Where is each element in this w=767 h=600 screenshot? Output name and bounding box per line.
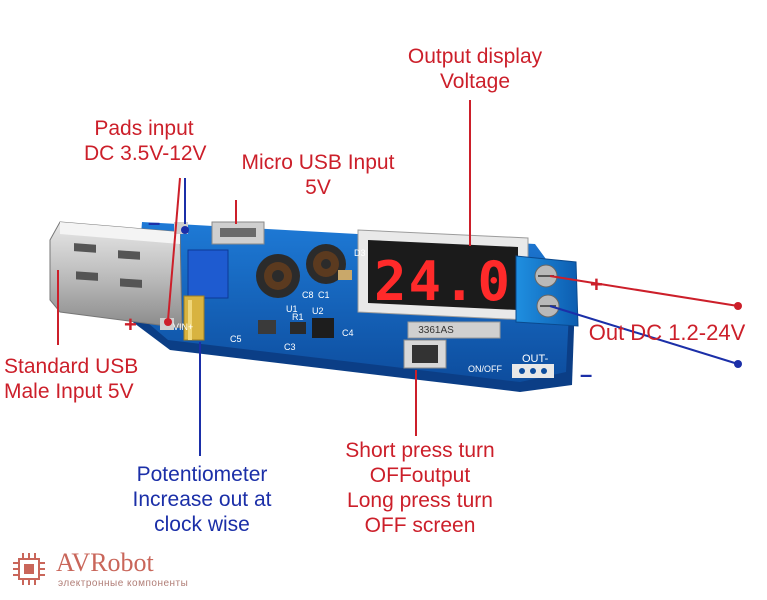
silk-c4: C4 — [342, 328, 354, 338]
out-minus-sign: – — [580, 362, 593, 387]
display-value: 24.0 — [374, 250, 512, 313]
micro-usb-line2: 5V — [305, 176, 331, 199]
brand-name: AVRobot — [56, 548, 154, 577]
micro-usb-port — [211, 221, 265, 245]
chip-logo-icon — [12, 552, 46, 586]
output-display-line2: Voltage — [439, 70, 511, 93]
vin-label: VIN+ — [173, 322, 193, 332]
dot-pads-minus — [181, 226, 189, 234]
capacitor-c8 — [338, 270, 352, 280]
pads-input-line1: Pads input — [94, 117, 194, 140]
inductor-2 — [306, 244, 346, 284]
potentiometer-label: Potentiometer Increase out at clock wise — [118, 462, 286, 537]
output-display-line1: Output display — [407, 45, 543, 68]
out-label: OUT- — [522, 353, 549, 365]
potentiometer — [183, 249, 229, 341]
silk-d3: D3 — [354, 248, 366, 258]
line-out-plus — [549, 275, 739, 307]
silk-r1: R1 — [292, 312, 304, 322]
ic-u2 — [290, 322, 306, 334]
trimmer-chip — [407, 321, 501, 339]
inductor-1 — [256, 254, 300, 298]
button-function-label: Short press turn OFFoutput Long press tu… — [330, 438, 510, 538]
usb-line1: Standard USB — [4, 355, 139, 378]
potentiometer-line2: Increase out at — [132, 488, 272, 511]
silk-c1: C1 — [318, 290, 330, 300]
usb-line2: Male Input 5V — [4, 380, 134, 403]
trimmer-code: 3361AS — [418, 325, 454, 336]
pads-input-label: Pads input DC 3.5V-12V — [84, 116, 207, 166]
press-line2: OFFoutput — [369, 464, 471, 487]
potentiometer-line1: Potentiometer — [136, 463, 268, 486]
usb-connector — [49, 221, 183, 329]
potentiometer-line3: clock wise — [154, 513, 250, 536]
out-header — [512, 364, 554, 378]
dot-out-plus — [734, 302, 742, 310]
out-plus-sign: + — [590, 272, 603, 297]
pads-minus-sign: – — [148, 210, 161, 235]
silk-u1: U1 — [286, 304, 298, 314]
dot-pads-plus — [164, 318, 172, 326]
press-line1: Short press turn — [345, 439, 495, 462]
silk-u2: U2 — [312, 306, 324, 316]
seven-segment-display — [357, 229, 529, 321]
silk-c5: C5 — [230, 334, 242, 344]
silk-c8: C8 — [302, 290, 314, 300]
press-line3: Long press turn — [347, 489, 493, 512]
capacitor-c5 — [258, 320, 276, 334]
dot-out-minus — [734, 360, 742, 368]
micro-usb-line1: Micro USB Input — [241, 151, 395, 174]
screw-terminal — [515, 255, 579, 327]
line-out-minus — [549, 305, 739, 365]
silk-c3: C3 — [284, 342, 296, 352]
line-pads-plus — [167, 177, 181, 321]
ic-u1 — [312, 318, 334, 338]
usb-label: Standard USB Male Input 5V — [4, 354, 154, 404]
pads-input-line2: DC 3.5V-12V — [84, 142, 207, 165]
out-dc-label: Out DC 1.2-24V — [588, 320, 746, 345]
brand-tagline: электронные компоненты — [58, 578, 189, 589]
press-line4: OFF screen — [364, 514, 476, 537]
button-label: ON/OFF — [468, 364, 502, 374]
micro-usb-label: Micro USB Input 5V — [228, 150, 408, 200]
output-display-label: Output display Voltage — [392, 44, 558, 94]
pads-plus-sign: + — [124, 312, 137, 337]
on-off-button — [403, 339, 447, 369]
